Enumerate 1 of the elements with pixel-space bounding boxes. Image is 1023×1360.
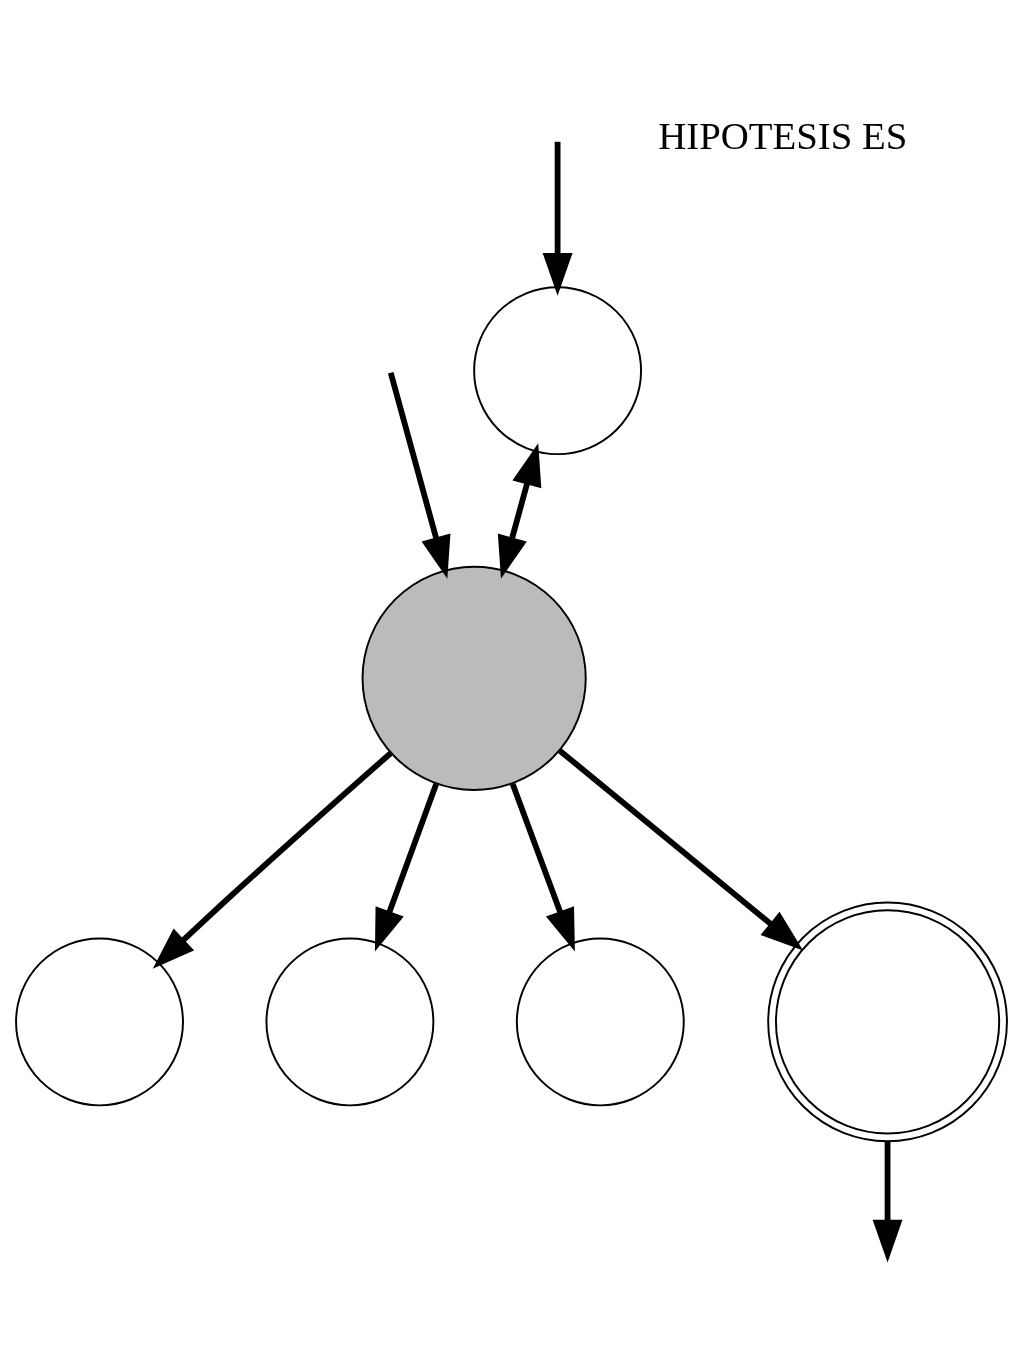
label: HIPOTESIS ES bbox=[658, 114, 908, 158]
